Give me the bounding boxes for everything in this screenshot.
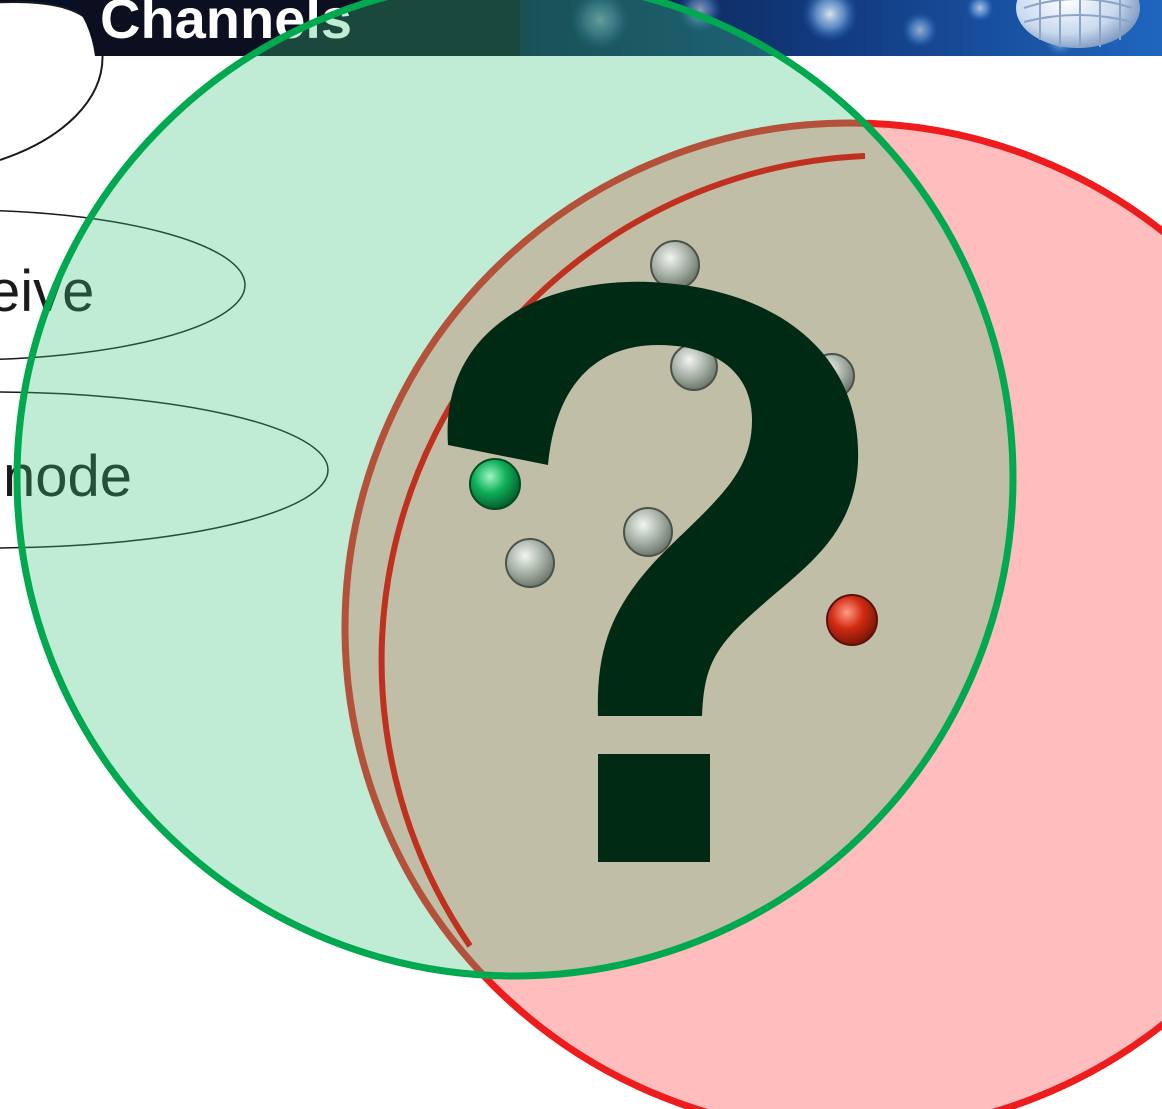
gray-node-icon <box>651 241 699 289</box>
gray-node-icon <box>506 539 554 587</box>
red-node-icon <box>827 595 877 645</box>
gray-node-icon <box>624 508 672 556</box>
green-node-icon <box>470 459 520 509</box>
